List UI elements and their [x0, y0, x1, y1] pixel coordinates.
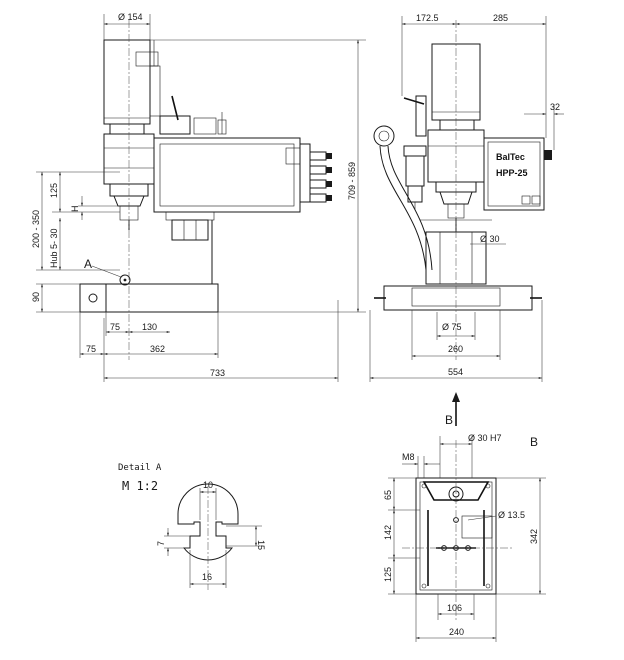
dim-dia-75: Ø 75	[442, 322, 462, 332]
brand-line2: HPP-25	[496, 168, 528, 178]
front-control-box	[483, 137, 545, 211]
dim-125-base: 125	[383, 567, 393, 582]
arrow-b-label: B	[445, 413, 453, 427]
dim-142: 142	[383, 525, 393, 540]
dim-260: 260	[448, 344, 463, 354]
dim-90: 90	[31, 292, 41, 302]
dim-10: 10	[203, 480, 213, 490]
dim-172-5: 172.5	[416, 13, 439, 23]
dim-342: 342	[529, 529, 539, 544]
side-control-box	[153, 137, 301, 213]
dim-733: 733	[210, 368, 225, 378]
dim-65: 65	[383, 490, 393, 500]
dim-75-b: 75	[86, 344, 96, 354]
dim-dia-13-5: Ø 13.5	[498, 510, 525, 520]
dim-200-350: 200 - 350	[31, 210, 41, 248]
dim-32: 32	[550, 102, 560, 112]
dim-15: 15	[256, 540, 266, 550]
side-valves	[309, 151, 332, 203]
dim-top-dia: Ø 154	[118, 12, 143, 22]
dim-75-a: 75	[110, 322, 120, 332]
dim-125-side: 125	[49, 183, 59, 198]
dim-240: 240	[449, 627, 464, 637]
detail-title: Detail A	[118, 463, 162, 473]
brand-line1: BalTec	[496, 152, 525, 162]
label-a: A	[84, 257, 92, 271]
dim-554: 554	[448, 367, 463, 377]
front-base	[383, 285, 533, 311]
side-base	[79, 283, 219, 313]
base-view-title: B	[530, 435, 538, 449]
dim-106: 106	[447, 603, 462, 613]
base-view: B Ø 30 H7 M8 Ø 13.5	[383, 433, 546, 642]
dim-dia-30: Ø 30	[480, 234, 500, 244]
dim-362: 362	[150, 344, 165, 354]
dim-h: H	[70, 206, 80, 213]
dim-hub: Hub 5- 30	[49, 228, 59, 268]
detail-scale: M 1:2	[122, 479, 158, 493]
side-motor	[103, 39, 151, 125]
view-arrow-b: B	[445, 392, 460, 427]
side-view: Ø 154 125 200 - 350 Hub 5- 30 H 90 A 75 …	[31, 12, 366, 382]
dim-709-859: 709 - 859	[347, 162, 357, 200]
dim-285: 285	[493, 13, 508, 23]
dim-16: 16	[202, 572, 212, 582]
detail-a: Detail A M 1:2 10 7 15 16	[118, 463, 266, 590]
front-view: BalTec HPP-25 172.5 285 32 Ø 30 Ø 75	[369, 13, 564, 382]
dim-130: 130	[142, 322, 157, 332]
dim-m8: M8	[402, 452, 415, 462]
dim-dia-30h7: Ø 30 H7	[468, 433, 502, 443]
dim-7: 7	[156, 541, 166, 546]
